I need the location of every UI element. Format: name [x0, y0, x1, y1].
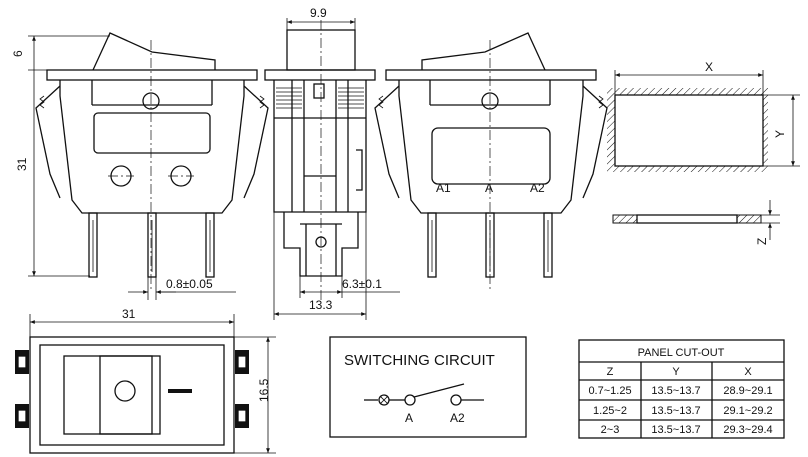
body-height-label: 31: [15, 157, 29, 171]
switching-circuit-title: SWITCHING CIRCUIT: [344, 352, 495, 369]
table-cell: 13.5~13.7: [651, 385, 700, 397]
table-cell: 2~3: [601, 424, 620, 436]
table-header-x: X: [744, 366, 752, 378]
table-cell: 28.9~29.1: [723, 385, 772, 397]
rear-view: A1 A A2: [374, 32, 608, 290]
table-header-y: Y: [672, 366, 680, 378]
bottom-height-label: 16.5: [257, 378, 271, 402]
top-width-dimension: 9.9: [286, 6, 356, 30]
cutout-z-label: Z: [755, 238, 769, 245]
circuit-label-a: A: [405, 411, 413, 425]
bottom-length-label: 31: [122, 307, 136, 321]
table-cell: 1.25~2: [593, 405, 627, 417]
height-dimensions: 6 31: [11, 35, 110, 277]
side-width-label: 13.3: [309, 298, 333, 312]
front-view: [35, 32, 269, 290]
panel-cutout-table: PANEL CUT-OUT Z Y X 0.7~1.25 13.5~13.7 2…: [578, 339, 785, 439]
top-width-label: 9.9: [310, 6, 327, 20]
table-cell: 13.5~13.7: [651, 424, 700, 436]
cutout-x-label: X: [705, 60, 713, 74]
table-title: PANEL CUT-OUT: [638, 347, 725, 359]
table-cell: 0.7~1.25: [588, 385, 631, 397]
side-width-dimensions: 6.3±0.1 13.3: [273, 212, 400, 320]
pin-width-dimension: 0.8±0.05: [128, 277, 236, 300]
pin-width-label: 0.8±0.05: [166, 277, 213, 291]
rocker-height-label: 6: [11, 50, 25, 57]
circuit-label-a2: A2: [450, 411, 465, 425]
terminal-a2-label: A2: [530, 181, 545, 195]
table-header-z: Z: [607, 366, 614, 378]
panel-cutout-drawing: X Y Z: [607, 60, 800, 245]
terminal-a1-label: A1: [436, 181, 451, 195]
bottom-view: 31 16.5: [15, 307, 276, 454]
side-view: [264, 20, 376, 300]
table-cell: 29.3~29.4: [723, 424, 772, 436]
switching-circuit-box: SWITCHING CIRCUIT A A2: [329, 336, 527, 438]
table-cell: 29.1~29.2: [723, 405, 772, 417]
cutout-y-label: Y: [773, 130, 787, 138]
pin-pitch-label: 6.3±0.1: [342, 277, 382, 291]
table-cell: 13.5~13.7: [651, 405, 700, 417]
terminal-a-label: A: [485, 181, 493, 195]
